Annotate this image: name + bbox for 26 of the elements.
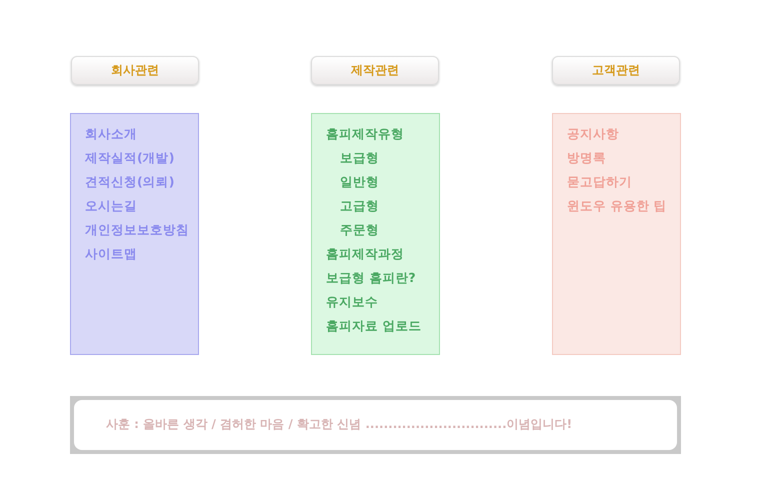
menu-link: 오시는길 xyxy=(85,198,137,215)
menu-link: 유지보수 xyxy=(326,294,378,311)
category-tab: 제작관련 xyxy=(311,56,439,85)
menu-link: 방명록 xyxy=(567,150,606,167)
menu-link: 윈도우 유용한 팁 xyxy=(567,198,667,215)
menu-link: 견적신청(의뢰) xyxy=(85,174,174,191)
menu-link: 홈피제작과정 xyxy=(326,246,404,263)
motto-text: 사훈 : 올바른 생각 / 겸허한 마음 / 확고한 신념 ...............................이념입니다! xyxy=(74,400,677,450)
menu-link: 홈피자료 업로드 xyxy=(326,318,422,335)
menu-link: 회사소개 xyxy=(85,126,137,143)
menu-panel xyxy=(70,113,199,355)
menu-link: 고급형 xyxy=(340,198,379,215)
menu-link: 공지사항 xyxy=(567,126,619,143)
menu-panel xyxy=(311,113,440,355)
menu-link: 개인정보보호방침 xyxy=(85,222,189,239)
menu-link: 주문형 xyxy=(340,222,379,239)
menu-link: 묻고답하기 xyxy=(567,174,632,191)
menu-link: 제작실적(개발) xyxy=(85,150,174,167)
menu-link: 일반형 xyxy=(340,174,379,191)
category-tab: 고객관련 xyxy=(552,56,680,85)
menu-link: 홈피제작유형 xyxy=(326,126,404,143)
menu-panel xyxy=(552,113,681,355)
category-tab: 회사관련 xyxy=(71,56,199,85)
menu-link: 사이트맵 xyxy=(85,246,137,263)
menu-link: 보급형 홈피란? xyxy=(326,270,416,287)
menu-link: 보급형 xyxy=(340,150,379,167)
